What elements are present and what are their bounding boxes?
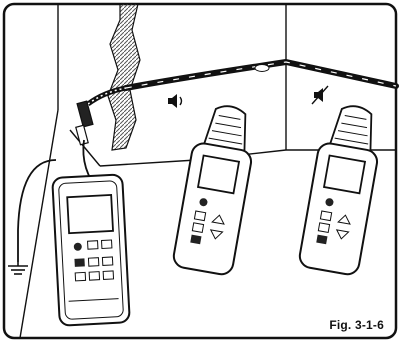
figure-caption: Fig. 3-1-6 bbox=[329, 318, 384, 332]
transmitter-device bbox=[52, 174, 130, 325]
